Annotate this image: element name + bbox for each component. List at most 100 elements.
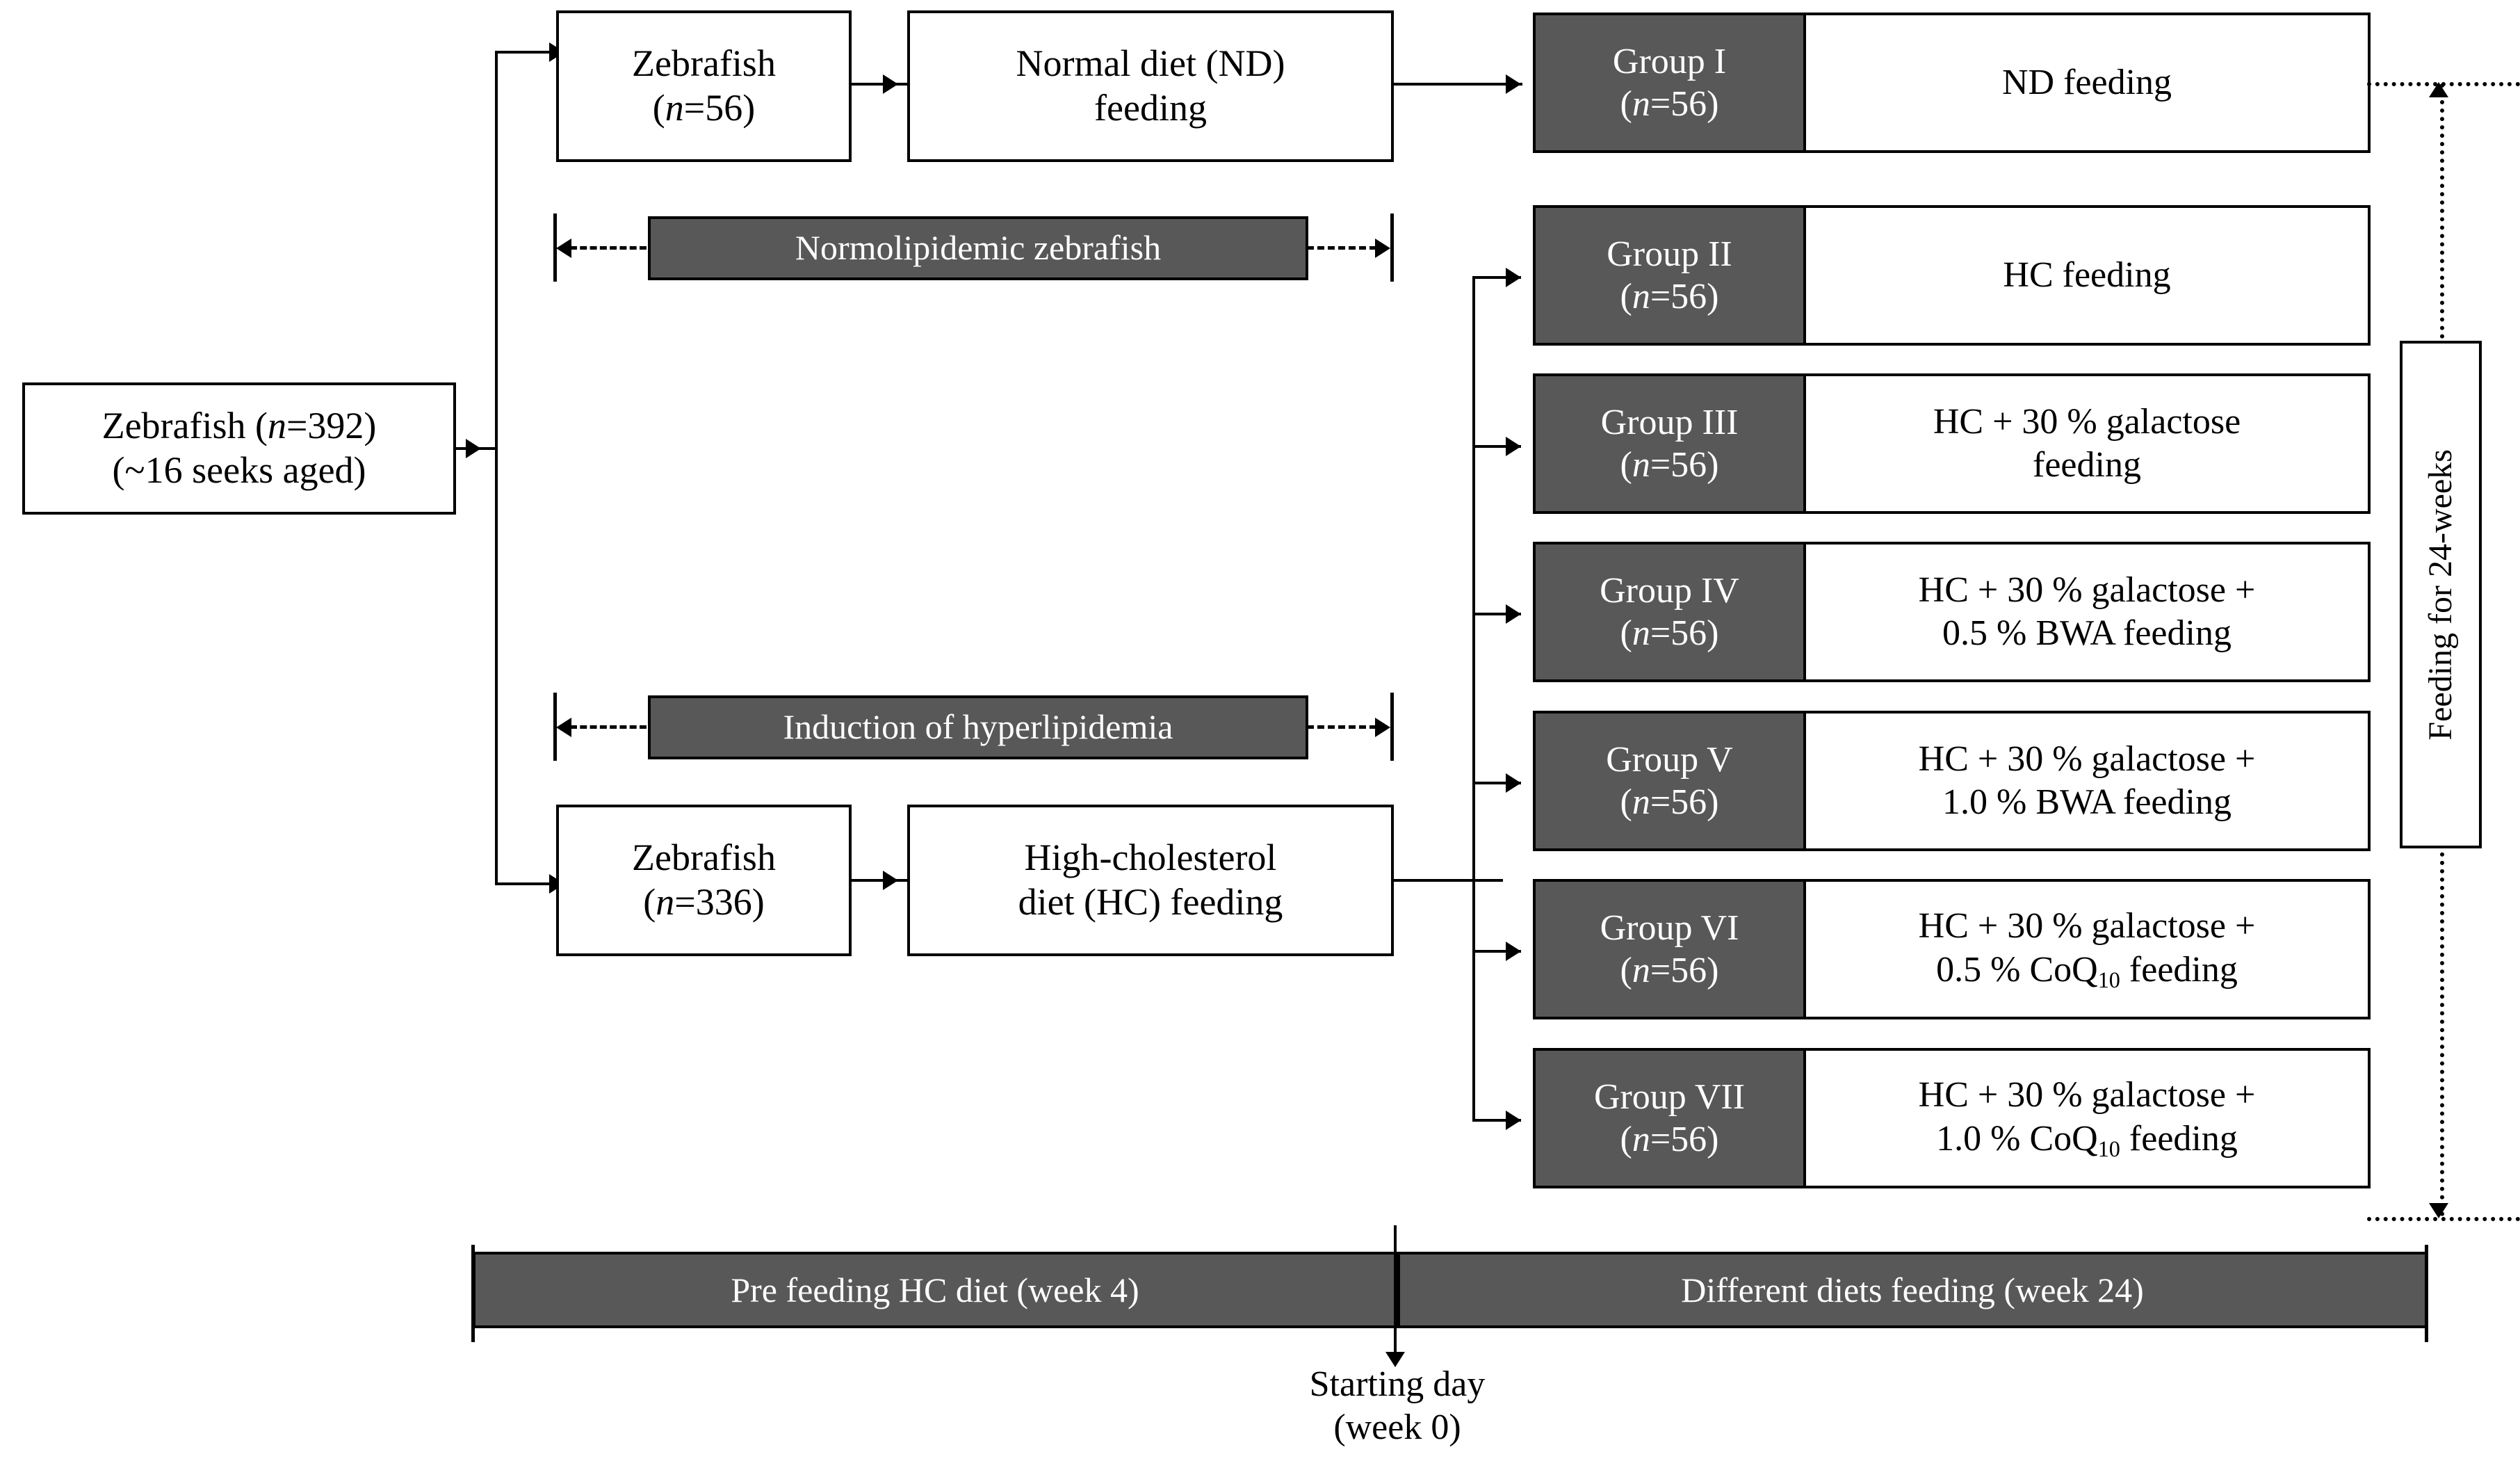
group-distribution-trunk bbox=[1472, 276, 1475, 1119]
hyperlipidemia-right-tick bbox=[1390, 693, 1394, 761]
hyperlipidemia-status-label: Induction of hyperlipidemia bbox=[783, 707, 1173, 747]
group-row-2: Group II (n=56) HC feeding bbox=[1533, 205, 2371, 346]
group-6-diet-line1: HC + 30 % galactose + bbox=[1918, 906, 2256, 946]
group-1-diet-line1: ND feeding bbox=[2001, 62, 2172, 102]
normal-fish-line2: (n=56) bbox=[652, 87, 756, 129]
group-1-n: (n=56) bbox=[1620, 84, 1719, 124]
group-6-label-cell: Group VI (n=56) bbox=[1536, 882, 1803, 1017]
group-5-label-cell: Group V (n=56) bbox=[1536, 713, 1803, 848]
group-4-diet-cell: HC + 30 % galactose + 0.5 % BWA feeding bbox=[1803, 545, 2368, 679]
normal-diet-box: Normal diet (ND) feeding bbox=[907, 10, 1394, 162]
normolipidemic-left-tick bbox=[553, 213, 557, 282]
group-1-diet-cell: ND feeding bbox=[1803, 15, 2368, 150]
group2-connector-arrowhead bbox=[1506, 268, 1521, 287]
group7-connector-line bbox=[1472, 1119, 1521, 1122]
group-row-3: Group III (n=56) HC + 30 % galactose fee… bbox=[1533, 373, 2371, 514]
group-5-diet-cell: HC + 30 % galactose + 1.0 % BWA feeding bbox=[1803, 713, 2368, 848]
starting-day-line2: (week 0) bbox=[1333, 1407, 1461, 1448]
normolipidemic-right-tick bbox=[1390, 213, 1394, 282]
group-row-1: Group I (n=56) ND feeding bbox=[1533, 13, 2371, 153]
feeding-duration-box: Feeding for 24-weeks bbox=[2400, 341, 2482, 848]
group-3-diet-cell: HC + 30 % galactose feeding bbox=[1803, 376, 2368, 511]
starting-day-marker-arrowhead bbox=[1385, 1352, 1405, 1367]
normal-diet-to-group1-line bbox=[1394, 83, 1522, 86]
group-3-n: (n=56) bbox=[1620, 445, 1719, 485]
source-out-arrowhead bbox=[466, 439, 481, 458]
group-2-diet-line1: HC feeding bbox=[2003, 255, 2171, 295]
group-row-5: Group V (n=56) HC + 30 % galactose + 1.0… bbox=[1533, 711, 2371, 851]
group-4-diet-line2: 0.5 % BWA feeding bbox=[1942, 613, 2232, 653]
group4-connector-arrowhead bbox=[1506, 604, 1521, 624]
group-7-n: (n=56) bbox=[1620, 1120, 1719, 1159]
hyperlipidemia-left-arrowhead bbox=[556, 718, 571, 737]
group-2-name: Group II bbox=[1607, 234, 1732, 274]
branch-hc-line bbox=[495, 882, 571, 885]
starting-day-marker-line bbox=[1394, 1225, 1397, 1364]
group-5-name: Group V bbox=[1606, 739, 1733, 780]
starting-day-caption: Starting day (week 0) bbox=[1210, 1363, 1585, 1450]
hyperlipidemia-left-tick bbox=[553, 693, 557, 761]
group-7-label-cell: Group VII (n=56) bbox=[1536, 1051, 1803, 1186]
normolipidemic-status-bar: Normolipidemic zebrafish bbox=[648, 216, 1308, 280]
source-line1: Zebrafish (n=392) bbox=[101, 405, 377, 447]
hc-diet-line1: High-cholesterol bbox=[1024, 837, 1277, 879]
hyperlipidemia-right-dash bbox=[1307, 725, 1376, 729]
normal-diet-line1: Normal diet (ND) bbox=[1016, 42, 1285, 85]
group-6-diet-line2: 0.5 % CoQ10 feeding bbox=[1936, 949, 2238, 992]
hyperlipidemia-right-arrowhead bbox=[1375, 718, 1390, 737]
group6-connector-line bbox=[1472, 950, 1521, 953]
hc-fish-line2: (n=336) bbox=[643, 881, 765, 923]
normal-fish-to-diet-line bbox=[852, 83, 907, 86]
group-1-label-cell: Group I (n=56) bbox=[1536, 15, 1803, 150]
group-4-label-cell: Group IV (n=56) bbox=[1536, 545, 1803, 679]
split-trunk-line bbox=[495, 51, 498, 885]
group5-connector-arrowhead bbox=[1506, 773, 1521, 793]
starting-day-line1: Starting day bbox=[1309, 1364, 1486, 1404]
feeding-duration-label: Feeding for 24-weeks bbox=[2421, 449, 2459, 741]
normal-fish-to-diet-arrowhead bbox=[883, 74, 898, 94]
duration-down-arrowhead bbox=[2429, 1203, 2448, 1218]
group2-connector-line bbox=[1472, 276, 1521, 279]
hc-fish-line1: Zebrafish bbox=[632, 837, 776, 879]
group3-connector-arrowhead bbox=[1506, 437, 1521, 456]
group-7-diet-line1: HC + 30 % galactose + bbox=[1918, 1075, 2256, 1115]
hc-fish-to-diet-arrowhead bbox=[883, 871, 898, 890]
group-2-label-cell: Group II (n=56) bbox=[1536, 208, 1803, 343]
hc-zebrafish-box: Zebrafish (n=336) bbox=[556, 805, 852, 956]
normolipidemic-right-dash bbox=[1307, 246, 1376, 250]
hyperlipidemia-left-dash bbox=[570, 725, 647, 729]
group-5-diet-line2: 1.0 % BWA feeding bbox=[1942, 782, 2232, 822]
normal-zebrafish-box: Zebrafish (n=56) bbox=[556, 10, 852, 162]
normolipidemic-status-label: Normolipidemic zebrafish bbox=[795, 228, 1162, 268]
group-6-diet-cell: HC + 30 % galactose + 0.5 % CoQ10 feedin… bbox=[1803, 882, 2368, 1017]
group-5-diet-line1: HC + 30 % galactose + bbox=[1918, 739, 2256, 779]
group-7-diet-line2: 1.0 % CoQ10 feeding bbox=[1936, 1118, 2238, 1161]
group-row-6: Group VI (n=56) HC + 30 % galactose + 0.… bbox=[1533, 879, 2371, 1019]
branch-normal-line bbox=[495, 51, 571, 54]
group-6-name: Group VI bbox=[1600, 908, 1739, 948]
group-7-name: Group VII bbox=[1593, 1076, 1746, 1117]
hc-diet-line2: diet (HC) feeding bbox=[1018, 881, 1283, 923]
group3-connector-line bbox=[1472, 445, 1521, 448]
group4-connector-line bbox=[1472, 613, 1521, 615]
source-zebrafish-box: Zebrafish (n=392) (~16 seeks aged) bbox=[22, 382, 456, 515]
group5-connector-line bbox=[1472, 782, 1521, 784]
normal-diet-line2: feeding bbox=[1094, 87, 1207, 129]
duration-bottom-dotted-line bbox=[2367, 1217, 2520, 1221]
group-6-n: (n=56) bbox=[1620, 951, 1719, 990]
normolipidemic-left-dash bbox=[570, 246, 647, 250]
group-4-name: Group IV bbox=[1600, 570, 1739, 611]
group-row-4: Group IV (n=56) HC + 30 % galactose + 0.… bbox=[1533, 542, 2371, 682]
source-line2: (~16 seeks aged) bbox=[112, 449, 366, 491]
group-7-diet-cell: HC + 30 % galactose + 1.0 % CoQ10 feedin… bbox=[1803, 1051, 2368, 1186]
timeline-phase2-label: Different diets feeding (week 24) bbox=[1681, 1271, 2144, 1309]
group-row-7: Group VII (n=56) HC + 30 % galactose + 1… bbox=[1533, 1048, 2371, 1188]
normolipidemic-left-arrowhead bbox=[556, 239, 571, 258]
group-2-diet-cell: HC feeding bbox=[1803, 208, 2368, 343]
normolipidemic-right-arrowhead bbox=[1375, 239, 1390, 258]
hyperlipidemia-status-bar: Induction of hyperlipidemia bbox=[648, 695, 1308, 759]
normal-diet-to-group1-arrowhead bbox=[1506, 74, 1521, 94]
timeline-phase2-bar: Different diets feeding (week 24) bbox=[1397, 1252, 2428, 1328]
group-5-n: (n=56) bbox=[1620, 782, 1719, 822]
